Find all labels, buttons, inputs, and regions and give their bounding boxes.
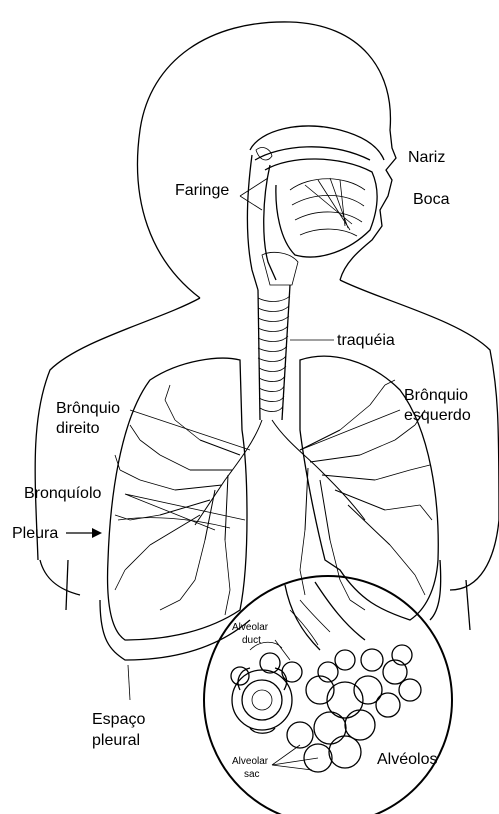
alveoli-inset (204, 576, 452, 814)
alveolar-sac-leader (272, 745, 318, 770)
label-espaco-pleural-line1: Espaço (92, 711, 145, 728)
label-alveolar-sac-line1: Alveolar (232, 756, 269, 767)
label-espaco-pleural-line2: pleural (92, 732, 140, 749)
label-traqueia: traquéia (337, 332, 395, 349)
trachea (258, 285, 290, 420)
label-alveolar-duct-line1: Alveolar (232, 622, 269, 633)
label-boca: Boca (413, 191, 450, 208)
label-pleura: Pleura (12, 525, 58, 542)
label-nariz: Nariz (408, 149, 445, 166)
arrow-right-icon (66, 528, 102, 538)
espaco-pleural-leader (128, 665, 130, 700)
label-bronquio-direito-line2: direito (56, 420, 100, 437)
label-alveolos: Alvéolos (377, 751, 437, 768)
leader-lines (125, 178, 400, 770)
label-bronquio-esquerdo-line1: Brônquio (404, 387, 468, 404)
label-bronquio-esquerdo-line2: esquerdo (404, 407, 471, 424)
label-alveolar-duct-line2: duct (242, 635, 261, 646)
head-airway (248, 126, 385, 290)
label-bronquio-direito-line1: Brônquio (56, 400, 120, 417)
right-lung (100, 358, 250, 660)
bronquio-direito-leader (130, 410, 250, 450)
body-outline (35, 22, 499, 630)
label-alveolar-sac-line2: sac (244, 769, 260, 780)
label-faringe: Faringe (175, 182, 229, 199)
bronchial-tree (115, 380, 432, 615)
label-bronquiolo: Bronquíolo (24, 485, 101, 502)
